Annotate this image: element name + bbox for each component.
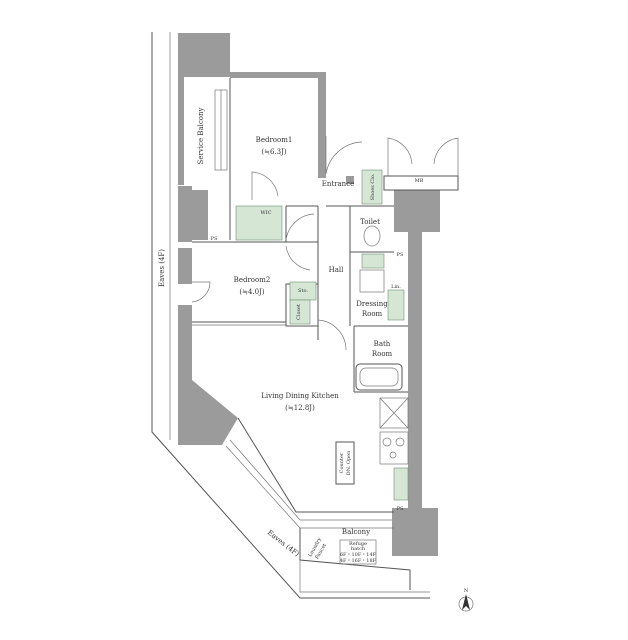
shoes-closet [361,169,383,205]
wic-shelf [235,205,283,241]
fixtures [235,169,409,501]
sink-icon [359,269,385,293]
label-bath: Bath [374,340,391,348]
toilet-icon [363,225,381,247]
label-eaves-left: Eaves (4F) [158,249,166,287]
label-ldk: Living Dining Kitchen [261,392,339,400]
toilet-fixture [361,253,385,269]
label-bedroom1-area: (≒6.3J) [261,148,287,156]
north-arrow-icon [458,594,474,612]
label-closet: Closet [296,304,302,320]
label-bedroom1: Bedroom1 [256,136,293,144]
refuge-hatch-box [339,539,377,565]
bedroom1-door[interactable] [251,171,279,200]
hall-door[interactable] [285,213,315,271]
mb-doors[interactable] [383,137,459,191]
label-sto: Sto. [298,288,308,294]
entrance-door[interactable] [325,136,363,175]
label-counter: Counter [339,452,345,473]
kitchen-fridge [393,467,409,501]
structural-walls [178,33,440,556]
counter-fixture [335,441,355,485]
label-refuge-floors1: 6F・10F・14F [340,552,377,558]
eaves-outline [151,32,430,599]
label-hall: Hall [329,266,345,274]
label-refuge-floors2: 4F・16F・18F [340,558,377,564]
label-wic: WIC [261,210,272,216]
label-refuge: Refuge [349,541,367,547]
label-ps-bottom: PS [397,506,404,512]
label-bath-room: Room [372,350,393,358]
label-eaves-bottom: Eaves (4F) [266,529,301,559]
label-entrance: Entrance [322,180,355,188]
service-balcony-window [214,89,228,171]
living-door[interactable] [317,319,347,351]
label-dressing: Dressing [356,300,388,308]
label-shoes-clo: Shoes Clo. [370,173,376,200]
label-north: N [464,588,469,594]
label-mb: MB [415,178,424,184]
label-ps-right: PS [397,252,404,258]
label-lin: Lin. [391,284,401,290]
label-bedroom2: Bedroom2 [234,276,271,284]
kitchen-sink-icon [379,397,409,429]
label-balcony: Balcony [342,528,370,536]
bedroom2-door[interactable] [191,281,211,303]
label-counter-dn: DN. Open [346,450,352,476]
label-refuge-hatch: hatch [351,546,366,552]
linen-closet [387,289,405,321]
label-dressing-room: Room [362,310,383,318]
label-service-balcony: Service Balcony [197,107,205,164]
stove-icon [379,431,409,465]
label-toilet: Toilet [360,218,380,226]
label-ps-left: PS [211,236,218,242]
closet-fixture [289,299,311,325]
label-bedroom2-area: (≒4.0J) [239,288,265,296]
label-ldk-area: (≒12.8J) [285,404,315,412]
bathtub-icon [355,363,403,391]
